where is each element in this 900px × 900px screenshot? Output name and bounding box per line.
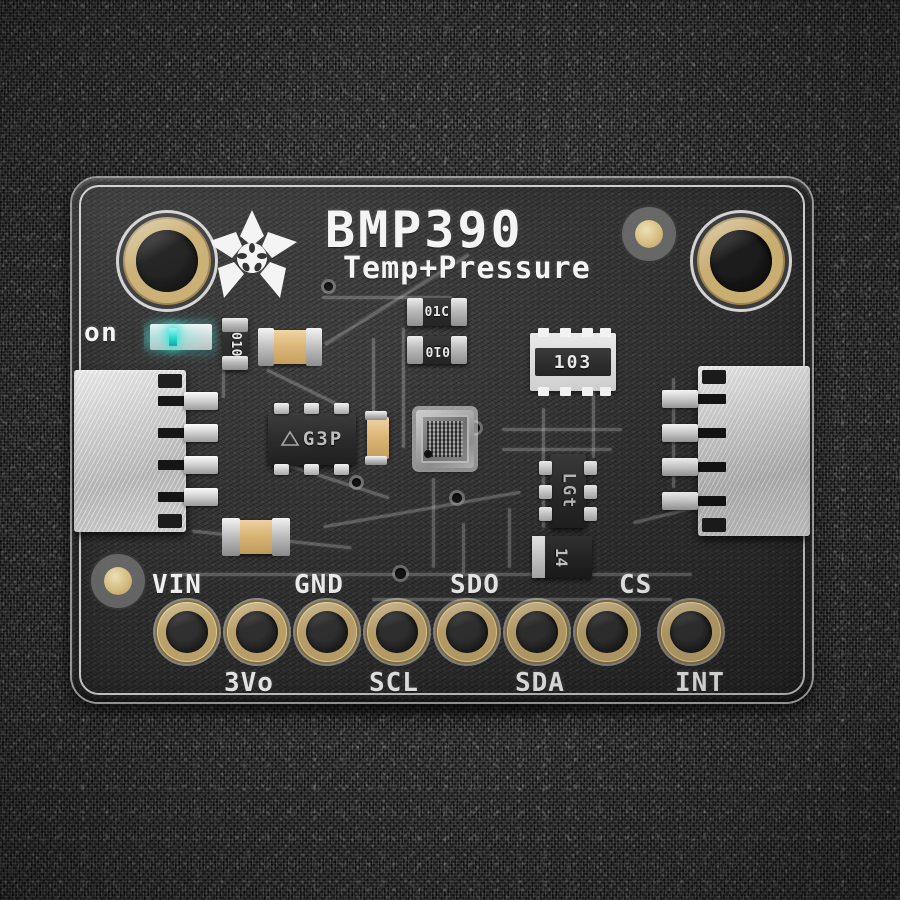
- pcb-trace: [372, 598, 672, 601]
- mounting-hole-left: [123, 217, 211, 305]
- pcb-via: [395, 568, 406, 579]
- resistor-01c-top: 01C: [407, 298, 467, 326]
- pcb-trace: [372, 338, 375, 418]
- test-pad-bottom-left: [104, 567, 132, 595]
- mounting-hole-right: [697, 217, 785, 305]
- capacitor-bottom: [222, 518, 290, 556]
- pcb-via: [470, 423, 480, 433]
- mosfet-lgt: LGt: [539, 454, 597, 528]
- diode-14: 14: [532, 536, 592, 578]
- diode-marking: 14: [552, 547, 572, 567]
- resistor-01c: 010: [222, 318, 248, 370]
- board-subtitle: Temp+Pressure: [343, 251, 591, 286]
- connector-pad: [184, 488, 218, 506]
- connector-pad: [184, 392, 218, 410]
- capacitor-top: [257, 328, 323, 366]
- pcb-trace: [322, 296, 452, 299]
- connector-pad: [184, 424, 218, 442]
- regulator-marking: G3P: [302, 428, 344, 450]
- connector-pad: [662, 458, 698, 476]
- connector-pad: [662, 390, 698, 408]
- led-label: on: [84, 318, 119, 348]
- capacitor-mid: [365, 411, 389, 465]
- connector-pad: [662, 424, 698, 442]
- bmp390-sensor-chip: [416, 410, 474, 468]
- pin-label-cs: CS: [619, 570, 653, 600]
- resistor-array-103: 103: [530, 328, 616, 396]
- pcb-via: [452, 493, 462, 503]
- bmp390-breakout-board: BMP390 Temp+Pressure on 010 01C 010: [72, 178, 812, 702]
- adafruit-flower-logo: [202, 206, 302, 306]
- pcb-trace: [462, 523, 465, 573]
- pcb-trace: [592, 358, 595, 458]
- pcb-trace: [502, 428, 622, 431]
- pin-label-3vo: 3Vo: [224, 668, 274, 698]
- pcb-trace: [508, 508, 511, 568]
- pin-hole-3vo[interactable]: [227, 602, 287, 662]
- pcb-trace: [172, 573, 692, 576]
- voltage-regulator-g3p: G3P: [268, 403, 356, 475]
- pin-hole-scl[interactable]: [367, 602, 427, 662]
- pin-label-gnd: GND: [294, 570, 344, 600]
- pin-hole-sda[interactable]: [507, 602, 567, 662]
- stemma-qt-connector-left[interactable]: [74, 370, 224, 532]
- resistor-010-top: 010: [407, 336, 467, 364]
- pin-label-sdo: SDO: [450, 570, 500, 600]
- test-pad-top: [635, 220, 663, 248]
- mosfet-marking: LGt: [558, 472, 578, 510]
- pcb-trace: [402, 328, 405, 448]
- pin-label-vin: VIN: [152, 570, 202, 600]
- triangle-mark-icon: [280, 430, 300, 446]
- power-led: [144, 318, 218, 356]
- stemma-qt-connector-right[interactable]: [660, 366, 810, 536]
- pcb-via: [324, 282, 333, 291]
- connector-pad: [184, 456, 218, 474]
- pcb-trace: [502, 448, 612, 451]
- pin-hole-int[interactable]: [661, 602, 721, 662]
- connector-pad: [662, 492, 698, 510]
- pcb-trace: [323, 490, 521, 529]
- resistor-marking: 01C: [424, 304, 450, 320]
- resistor-marking: 010: [424, 342, 450, 358]
- pin-label-sda: SDA: [515, 668, 565, 698]
- pin-hole-cs[interactable]: [577, 602, 637, 662]
- pin-hole-gnd[interactable]: [297, 602, 357, 662]
- pcb-trace: [274, 459, 390, 500]
- pin-hole-sdo[interactable]: [437, 602, 497, 662]
- pin-label-scl: SCL: [369, 668, 419, 698]
- pcb-trace: [432, 478, 435, 568]
- pcb-via: [352, 478, 361, 487]
- board-title: BMP390: [325, 201, 524, 259]
- resistor-array-marking: 103: [553, 351, 593, 373]
- pin-hole-vin[interactable]: [157, 602, 217, 662]
- resistor-marking: 010: [227, 331, 243, 357]
- pin-label-int: INT: [675, 668, 725, 698]
